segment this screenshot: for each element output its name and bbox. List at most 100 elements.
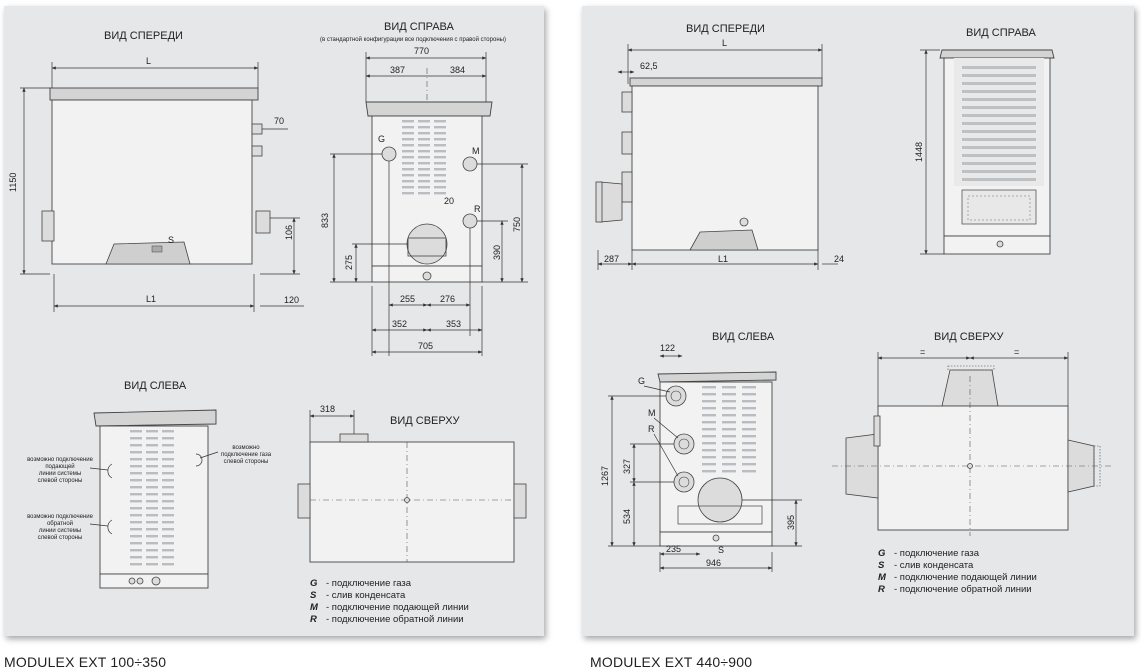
label-G: G (378, 134, 385, 144)
dim-1267: 1267 (600, 466, 610, 486)
top-view-title: ВИД СВЕРХУ (934, 331, 1005, 343)
gas-connection (665, 385, 687, 407)
dim-1448: 1448 (914, 142, 924, 162)
dim-750: 750 (512, 217, 522, 232)
note-line: слевой стороны (38, 534, 83, 541)
drawing-right: ВИД СПЕРЕДИ L 62,5 287 L1 24 ВИД СПРАВА (595, 23, 1112, 595)
vent-grille-right (402, 120, 446, 195)
dim-70: 70 (274, 116, 284, 126)
dim-L: L (722, 38, 727, 48)
legend-text: - подключение обратной линии (326, 614, 464, 625)
left-view-title: ВИД СЛЕВА (124, 380, 187, 392)
dim-24: 24 (834, 254, 844, 264)
legend-left: G - подключение газа S - слив конденсата… (310, 578, 469, 625)
left-view-left: ВИД СЛЕВА (27, 380, 272, 589)
legend-key: S (878, 560, 885, 571)
legend-key: R (878, 584, 885, 595)
dim-equal-2: = (1014, 347, 1019, 357)
legend-key: R (310, 614, 317, 625)
front-view-title: ВИД СПЕРЕДИ (104, 30, 183, 42)
dim-318: 318 (320, 404, 335, 414)
dim-352: 352 (392, 319, 407, 329)
model-caption-left: MODULEX EXT 100÷350 (4, 654, 167, 670)
gas-connection (381, 146, 397, 162)
dim-L1: L1 (146, 294, 156, 304)
note-line: линии системы (39, 471, 81, 477)
vent-grille-left (130, 430, 174, 566)
supply-connection (462, 156, 478, 172)
note-line: возможно (232, 445, 260, 451)
panel-modulex-100-350: ВИД СПЕРЕДИ S L 1150 L1 70 106 120 ВИД С… (4, 6, 544, 636)
model-caption-right: MODULEX EXT 440÷900 (590, 654, 753, 670)
dim-276: 276 (440, 294, 455, 304)
dim-235: 235 (666, 544, 681, 554)
top-view-left: ВИД СВЕРХУ 318 (297, 404, 527, 563)
dim-287: 287 (604, 254, 619, 264)
flue-outlet (697, 477, 743, 523)
right-view-right: ВИД СПРАВА 1448 (914, 27, 1055, 255)
dim-384: 384 (450, 65, 465, 75)
legend-key: G (310, 578, 318, 589)
label-M: M (472, 146, 480, 156)
dim-387: 387 (390, 65, 405, 75)
note-line: возможно подключение (27, 457, 94, 463)
front-view-right: ВИД СПЕРЕДИ L 62,5 287 L1 24 (595, 23, 844, 270)
front-view-left: ВИД СПЕРЕДИ S L 1150 L1 70 106 120 (8, 30, 304, 312)
dim-534: 534 (622, 509, 632, 524)
dim-395: 395 (786, 515, 796, 530)
legend-text: - слив конденсата (326, 590, 406, 601)
return-connection (673, 471, 695, 493)
dim-770: 770 (414, 46, 429, 56)
legend-text: - подключение газа (326, 578, 412, 589)
legend-key: G (878, 548, 886, 559)
dim-120: 120 (284, 295, 299, 305)
legend-key: S (310, 590, 317, 601)
label-S: S (168, 235, 174, 245)
label-G: G (638, 376, 645, 386)
label-M: M (648, 408, 656, 418)
front-view-title: ВИД СПЕРЕДИ (686, 23, 765, 35)
dim-L1: L1 (718, 254, 728, 264)
note-supply-left: возможно подключение подающей линии сист… (27, 457, 94, 484)
dim-833: 833 (320, 213, 330, 228)
right-view-title: ВИД СПРАВА (384, 21, 455, 33)
vent-grille-left-r (702, 386, 756, 473)
label-S: S (718, 545, 724, 555)
flue-outlet (406, 223, 448, 265)
legend-text: - слив конденсата (894, 560, 974, 571)
dim-1150: 1150 (8, 173, 18, 192)
dim-62-5: 62,5 (640, 61, 658, 71)
label-R: R (648, 424, 655, 434)
note-line: подающей (45, 463, 74, 470)
note-line: обратной (47, 520, 73, 527)
note-line: возможно подключение (27, 514, 94, 520)
dim-106: 106 (284, 225, 294, 240)
top-view-right: ВИД СВЕРХУ = = (832, 331, 1112, 536)
dim-353: 353 (446, 319, 461, 329)
note-line: слевой стороны (224, 458, 269, 465)
right-view-subtitle: (в стандартной конфигурации все подключе… (320, 36, 506, 43)
dim-122: 122 (660, 343, 675, 353)
legend-text: - подключение подающей линии (894, 572, 1037, 583)
note-line: линии системы (39, 528, 81, 534)
legend-right: G - подключение газа S - слив конденсата… (878, 548, 1037, 595)
dim-390: 390 (492, 245, 502, 260)
note-gas-left: возможно подключение газа слевой стороны (221, 445, 272, 465)
legend-text: - подключение обратной линии (894, 584, 1032, 595)
right-view-left: ВИД СПРАВА (в стандартной конфигурации в… (320, 21, 528, 356)
drawing-left: ВИД СПЕРЕДИ S L 1150 L1 70 106 120 ВИД С… (8, 21, 528, 625)
right-view-title: ВИД СПРАВА (966, 27, 1037, 39)
legend-key: M (878, 572, 887, 583)
panel-modulex-440-900: ВИД СПЕРЕДИ L 62,5 287 L1 24 ВИД СПРАВА (582, 6, 1134, 636)
label-R: R (474, 204, 481, 214)
dim-L: L (146, 56, 151, 66)
dim-255: 255 (400, 294, 415, 304)
dim-20: 20 (444, 196, 454, 206)
dim-275: 275 (344, 255, 354, 270)
note-line: подключение газа (221, 452, 272, 458)
return-connection (462, 213, 478, 229)
note-line: слевой стороны (38, 477, 83, 484)
dim-equal-1: = (920, 347, 925, 357)
dim-705: 705 (418, 341, 433, 351)
legend-text: - подключение подающей линии (326, 602, 469, 613)
